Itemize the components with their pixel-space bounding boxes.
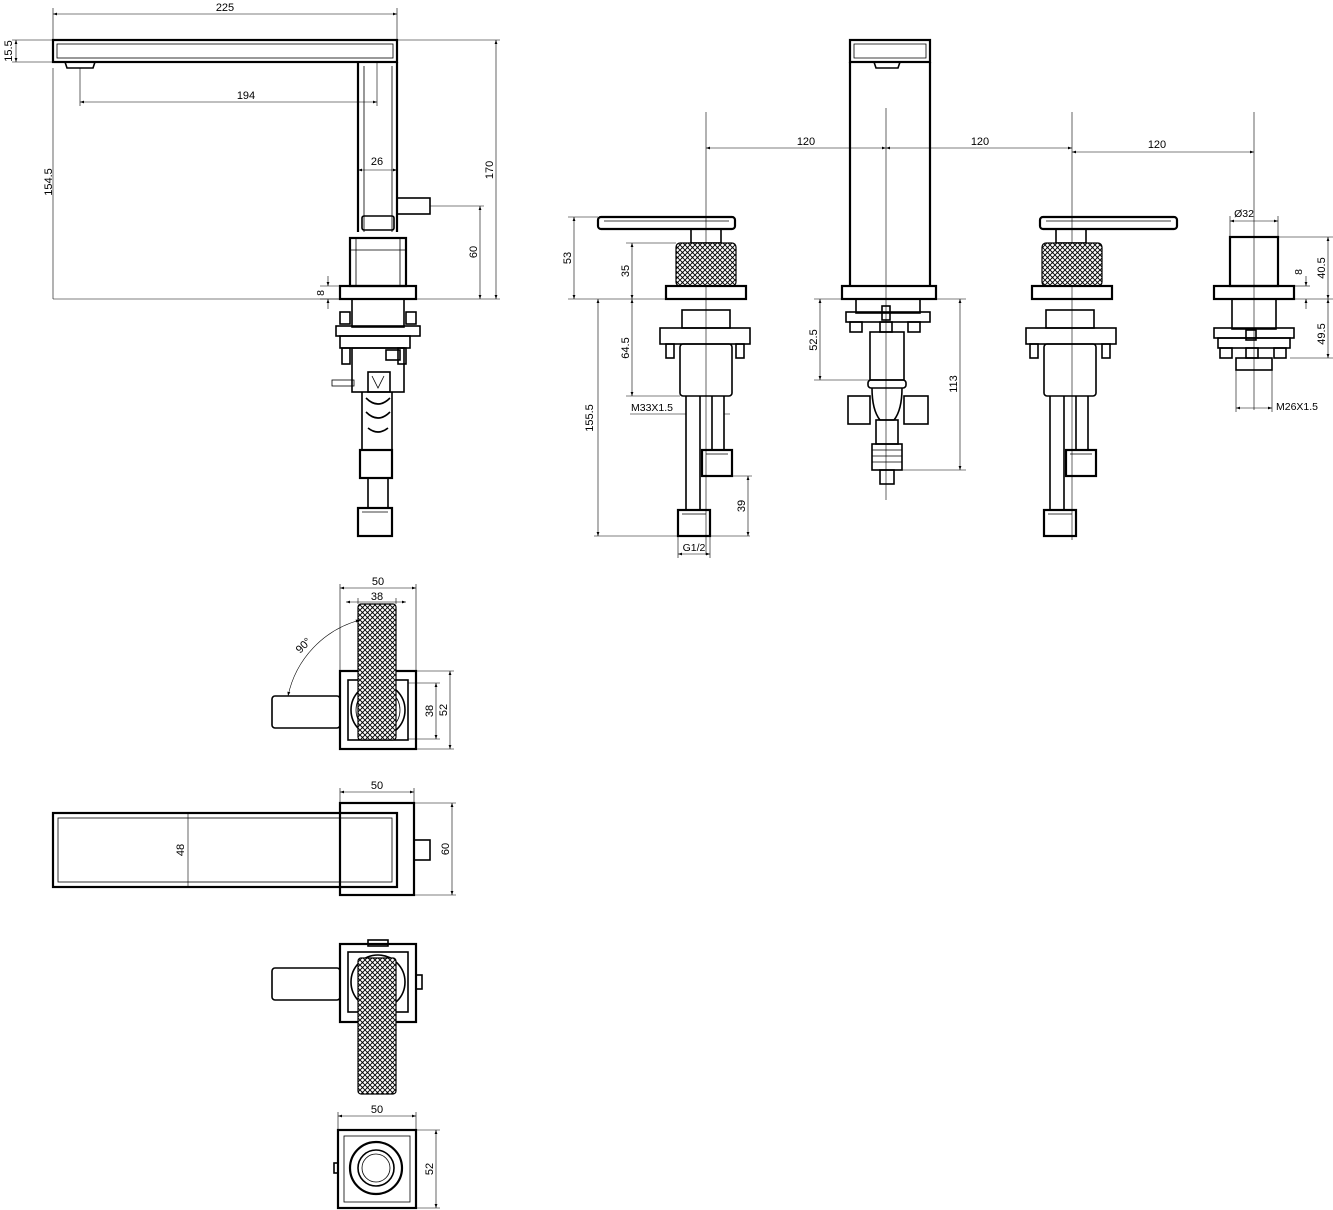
left-handle-valve (596, 215, 751, 538)
dim-label: Ø32 (1234, 208, 1254, 220)
dimension-225: 225 (52, 2, 398, 40)
front-assembly-view: 120 120 120 (562, 38, 1333, 558)
knurled-lever (357, 603, 397, 741)
dimension-49-5: 49.5 (1290, 299, 1333, 359)
dim-label: 38 (424, 705, 436, 717)
dimension-50-diverter: 50 (337, 1104, 417, 1130)
dim-label: 53 (562, 252, 574, 264)
spout-top-view: 50 48 60 (51, 780, 456, 897)
dim-label: 35 (620, 265, 632, 277)
dim-label: 52 (424, 1163, 436, 1175)
handle-lever (1038, 215, 1179, 231)
dimension-60-spout: 60 (414, 802, 456, 896)
dimension-53: 53 (562, 216, 666, 300)
dimension-rotation: 90° (294, 636, 314, 656)
dimension-38-top: 38 (346, 591, 406, 604)
dimension-15-5: 15.5 (3, 39, 53, 63)
dim-label: 38 (371, 591, 383, 603)
right-handle-valve (1025, 215, 1179, 538)
dim-label: 120 (971, 136, 989, 148)
side-lever (396, 197, 431, 215)
dimension-39: 39 (732, 475, 752, 536)
dimension-dia-32: Ø32 (1229, 208, 1279, 237)
dim-label: 50 (371, 780, 383, 792)
handle-bottom-view (271, 939, 423, 1095)
knurled-grip (1041, 242, 1103, 287)
dimension-52-side: 52 (416, 670, 454, 750)
knurled-grip (675, 242, 737, 287)
dim-label: 194 (237, 90, 255, 102)
spout-arm (51, 38, 399, 64)
dimension-35: 35 (620, 242, 676, 299)
dimension-52-5: 52.5 (808, 298, 870, 381)
diverter-top-view: 50 52 (333, 1104, 440, 1210)
dim-label: M26X1.5 (1276, 401, 1318, 413)
knurled-lever (357, 957, 397, 1095)
dimension-64-5: 64.5 (620, 299, 680, 397)
spout-top (848, 38, 932, 64)
dimension-50-top: 50 (339, 576, 417, 671)
dim-label: 8 (1293, 269, 1305, 275)
dim-label: 120 (797, 136, 815, 148)
dim-label: G1/2 (683, 542, 706, 554)
dim-label: 60 (468, 246, 480, 258)
dim-label: 40.5 (1316, 257, 1328, 278)
dimension-60: 60 (430, 205, 484, 299)
dimension-spacing-2: 120 (886, 136, 1072, 150)
dimension-spacing-3: 120 (1072, 139, 1254, 154)
diverter (1212, 235, 1296, 371)
spout-side-view: 225 15.5 194 26 154.5 170 6 (3, 2, 500, 538)
handle-lever (596, 215, 737, 231)
center-spout (840, 38, 938, 485)
dimension-8: 8 (315, 276, 340, 309)
dimension-194: 194 (79, 62, 378, 106)
dimension-38-side: 38 (408, 682, 440, 740)
dim-label: 48 (175, 844, 187, 856)
dim-label: 50 (371, 1104, 383, 1116)
dim-label: 60 (440, 843, 452, 855)
dimension-52-diverter: 52 (416, 1129, 440, 1209)
dimension-m26: M26X1.5 (1235, 370, 1318, 413)
dim-label: 50 (372, 576, 384, 588)
dimension-spacing-1: 120 (706, 136, 886, 150)
dim-label: 155.5 (584, 404, 596, 432)
dimension-50-spout: 50 (339, 780, 415, 803)
dimension-g1-2: G1/2 (677, 536, 711, 558)
dimension-40-5: 40.5 (1278, 236, 1333, 300)
dim-label: 8 (315, 290, 327, 296)
dim-label: 113 (948, 375, 960, 393)
dimension-170: 170 (397, 39, 500, 300)
dimension-113: 113 (902, 298, 966, 471)
dimension-155-5: 155.5 (584, 299, 750, 537)
dim-label: 90° (294, 636, 314, 656)
handle-top-view: 90° 50 38 38 52 (271, 576, 454, 751)
dim-label: 39 (736, 500, 748, 512)
dimension-8-diverter: 8 (1293, 269, 1310, 309)
dim-label: 154.5 (43, 168, 55, 196)
dim-label: 64.5 (620, 337, 632, 358)
dimension-26: 26 (358, 156, 397, 172)
dim-label: 225 (216, 2, 234, 14)
deck-flange (338, 284, 418, 301)
dimension-m33: M33X1.5 (630, 402, 730, 415)
dim-label: 52 (438, 704, 450, 716)
dim-label: 49.5 (1316, 323, 1328, 344)
dim-label: 120 (1148, 139, 1166, 151)
dim-label: 26 (371, 156, 383, 168)
dim-label: M33X1.5 (631, 402, 673, 414)
dimension-48: 48 (175, 844, 187, 856)
dim-label: 170 (484, 161, 496, 179)
dim-label: 15.5 (3, 40, 15, 61)
dimension-154-5: 154.5 (43, 68, 340, 300)
dim-label: 52.5 (808, 329, 820, 350)
